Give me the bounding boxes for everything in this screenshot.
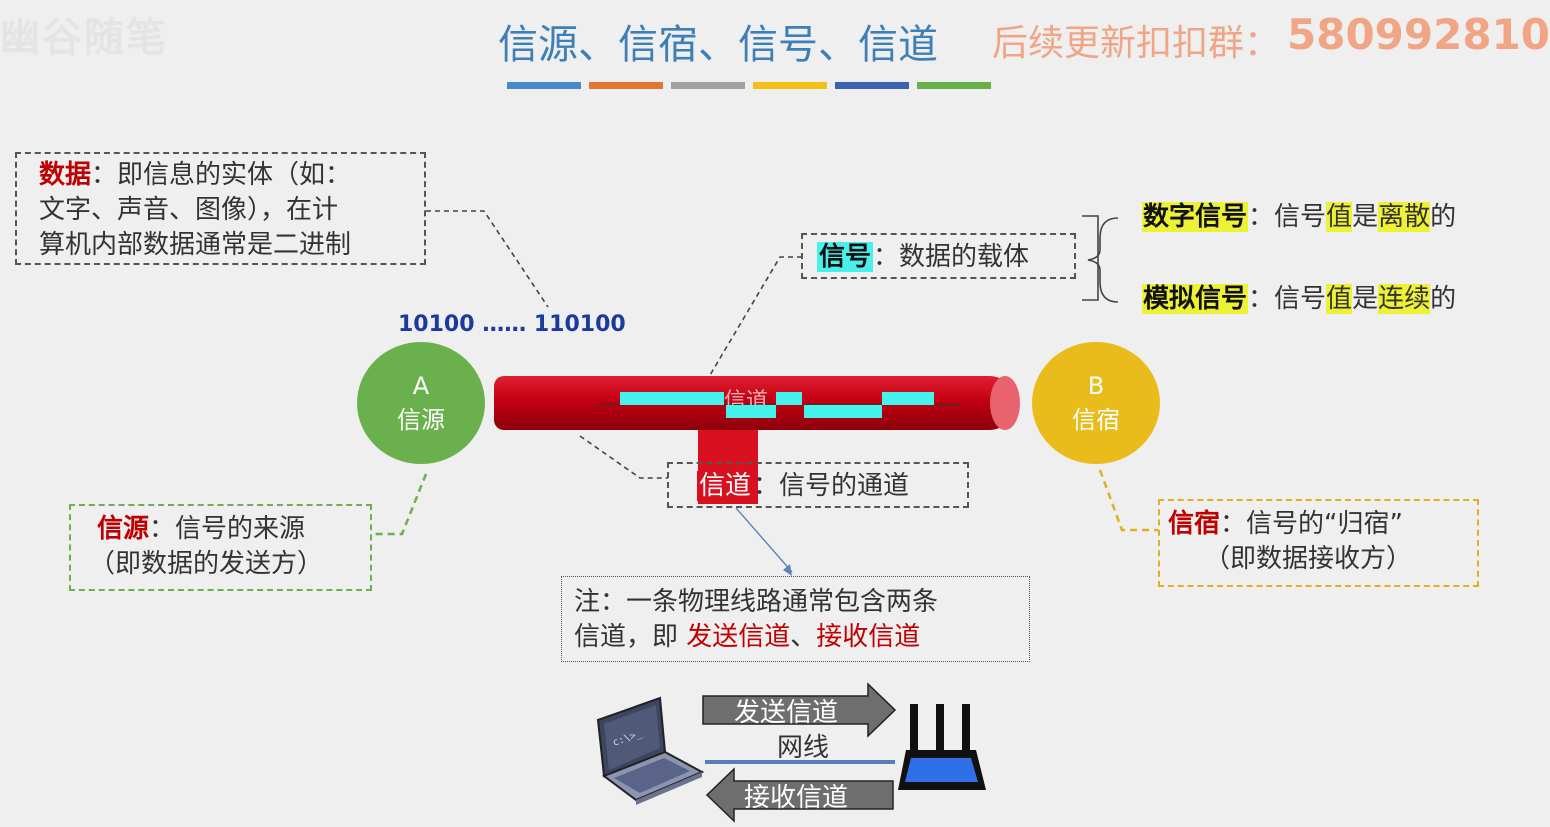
sink-definition-box: 信宿：信号的“归宿” （即数据接收方） (1158, 499, 1479, 587)
colon: ： (149, 514, 176, 544)
data-definition-box: 数据：即信息的实体（如： 文字、声音、图像），在计 算机内部数据通常是二进制 (15, 152, 426, 265)
laptop-icon: c:\>_ (596, 696, 705, 805)
page-title: 信源、信宿、信号、信道 (498, 22, 938, 68)
signal-wave-segment (804, 405, 882, 418)
stripe (753, 82, 827, 89)
colon: ： (91, 160, 118, 190)
data-line3: 算机内部数据通常是二进制 (39, 230, 352, 260)
digital-mid: 是 (1352, 202, 1379, 232)
connector-channel (579, 435, 668, 479)
binary-data-label: 10100 …… 110100 (398, 312, 626, 337)
stripe (589, 82, 663, 89)
note-arrow-line (735, 507, 793, 573)
analog-post: 的 (1430, 284, 1457, 314)
note-line1: 注：一条物理线路通常包含两条 (574, 587, 939, 617)
data-line1: 即信息的实体（如： (117, 160, 352, 190)
source-line2: （即数据的发送方） (89, 549, 324, 579)
note-sep: 、 (790, 622, 817, 652)
stripe (671, 82, 745, 89)
receive-channel-arrow (705, 767, 894, 823)
digital-hl-value: 值 (1326, 202, 1353, 232)
signal-desc: 数据的载体 (899, 242, 1030, 272)
signal-term: 信号 (817, 242, 874, 272)
colon: ： (753, 471, 780, 501)
stripe (835, 82, 909, 89)
send-channel-label: 发送信道 (734, 698, 839, 728)
sink-term: 信宿 (1168, 509, 1221, 539)
cable-line (705, 760, 895, 764)
digital-signal-line: 数字信号：信号值是离散的 (1142, 200, 1456, 235)
data-term: 数据 (39, 160, 92, 190)
sink-desc: 信号的“归宿” (1246, 509, 1403, 539)
stripe (507, 82, 581, 89)
colon: ： (1248, 202, 1275, 232)
analog-mid: 是 (1352, 284, 1379, 314)
analog-hl-continuous: 连续 (1378, 284, 1431, 314)
signal-bracket-left (1082, 215, 1099, 301)
source-term: 信源 (97, 514, 150, 544)
channel-pipe-end (990, 376, 1020, 430)
node-b-name: 信宿 (1072, 406, 1120, 434)
digital-signal-term: 数字信号 (1142, 202, 1249, 232)
sink-node-b: B 信宿 (1032, 342, 1160, 464)
node-b-letter: B (1087, 372, 1105, 400)
node-a-letter: A (412, 372, 430, 400)
signal-wave-segment (620, 392, 724, 405)
digital-hl-discrete: 离散 (1378, 202, 1431, 232)
signal-wave-segment (726, 405, 776, 418)
signal-types-brace (1087, 217, 1119, 303)
connector-signal (699, 256, 802, 393)
digital-post: 的 (1430, 202, 1457, 232)
colon: ： (1248, 284, 1275, 314)
note-recv-channel: 接收信道 (816, 622, 921, 652)
signal-wave-segment (882, 392, 934, 405)
channel-term: 信道 (697, 471, 754, 501)
analog-signal-term: 模拟信号 (1142, 284, 1249, 314)
source-desc: 信号的来源 (175, 514, 306, 544)
router-icon (898, 704, 986, 790)
sink-line2: （即数据接收方） (1204, 544, 1413, 574)
connector-sink (1098, 469, 1158, 532)
channel-desc: 信号的通道 (779, 471, 910, 501)
note-box: 注：一条物理线路通常包含两条 信道，即 发送信道、接收信道 (561, 576, 1030, 662)
data-line2: 文字、声音、图像），在计 (39, 195, 339, 225)
analog-hl-value: 值 (1326, 284, 1353, 314)
source-definition-box: 信源：信号的来源 （即数据的发送方） (69, 504, 372, 591)
title-group-text: 后续更新扣扣群： (992, 23, 1281, 64)
note-line2-pre: 信道，即 (574, 622, 687, 652)
title-group-number: 580992810 (1287, 10, 1550, 59)
watermark: 幽谷随笔 (0, 15, 168, 61)
receive-channel-label: 接收信道 (744, 783, 849, 813)
connector-data (426, 210, 549, 308)
send-channel-arrow (702, 682, 897, 738)
connector-source (372, 473, 428, 536)
digital-pre: 信号 (1274, 202, 1327, 232)
signal-wave-segment (776, 392, 802, 405)
colon: ： (873, 242, 900, 272)
source-node-a: A 信源 (357, 342, 485, 464)
cable-label: 网线 (777, 733, 830, 763)
node-a-name: 信源 (397, 406, 445, 434)
colon: ： (1220, 509, 1247, 539)
analog-signal-line: 模拟信号：信号值是连续的 (1142, 282, 1456, 317)
note-send-channel: 发送信道 (686, 622, 791, 652)
title-color-stripes (507, 82, 991, 89)
stripe (917, 82, 991, 89)
analog-pre: 信号 (1274, 284, 1327, 314)
signal-definition-box: 信号：数据的载体 (801, 233, 1076, 279)
channel-definition-box: 信道：信号的通道 (667, 462, 969, 508)
note-arrow-head (783, 564, 792, 576)
